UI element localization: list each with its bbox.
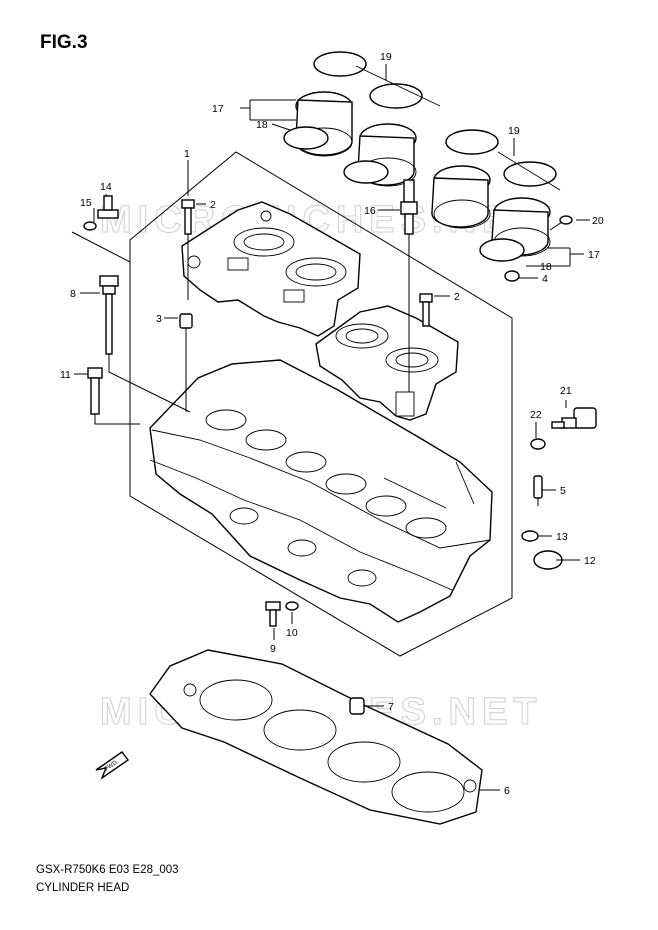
callout-10: 10 — [286, 627, 298, 639]
intake-pipe-lower-left — [431, 165, 491, 229]
callout-15: 15 — [80, 197, 92, 209]
callout-18-lower: 18 — [540, 261, 552, 273]
leader-lines — [74, 64, 590, 791]
bolt-2-upper — [181, 199, 195, 300]
o-ring-18-lower-a — [479, 238, 525, 262]
bolt-11 — [87, 367, 140, 425]
diagram-code: GSX-R750K6 E03 E28_003 — [36, 864, 179, 876]
cylinder-head-body — [149, 359, 493, 623]
cylinder-head-gasket — [149, 649, 483, 825]
callout-9: 9 — [270, 643, 276, 655]
callout-2-upper: 2 — [210, 199, 216, 211]
pin-5 — [533, 475, 543, 499]
callout-19-upper: 19 — [380, 51, 392, 63]
assembly-frame — [129, 151, 513, 657]
callout-17-upper: 17 — [212, 103, 224, 115]
callout-14: 14 — [100, 181, 112, 193]
dowel-pin-7 — [349, 697, 365, 715]
callout-8: 8 — [70, 288, 76, 300]
camshaft-housing-upper — [181, 201, 361, 337]
bolt-2-lower — [419, 293, 433, 327]
callout-2-lower: 2 — [454, 291, 460, 303]
callout-4: 4 — [542, 273, 548, 285]
assembly-frame-left-guide — [71, 231, 131, 263]
temperature-sensor-21 — [551, 407, 597, 429]
o-ring-18-upper-a — [283, 126, 329, 150]
screw-20 — [549, 215, 573, 231]
washer-10 — [285, 601, 299, 611]
washer-4 — [504, 270, 520, 282]
callout-12: 12 — [584, 555, 596, 567]
callout-18-upper: 18 — [256, 119, 268, 131]
intake-clamp-upper — [313, 51, 441, 109]
callout-7: 7 — [388, 701, 394, 713]
callout-16: 16 — [364, 205, 376, 217]
forward-arrow-icon: FWD — [95, 751, 129, 780]
callout-5: 5 — [560, 485, 566, 497]
gasket-22 — [530, 438, 546, 450]
callout-17-lower: 17 — [588, 249, 600, 261]
o-ring-13 — [521, 530, 539, 542]
bolt-9 — [265, 601, 281, 627]
callout-22: 22 — [530, 409, 542, 421]
callout-1: 1 — [184, 148, 190, 160]
diagram-name: CYLINDER HEAD — [36, 882, 130, 894]
callout-21: 21 — [560, 385, 572, 397]
bolt-8 — [99, 275, 191, 413]
dowel-pin-3 — [179, 313, 193, 329]
washer-15 — [83, 221, 97, 231]
spark-plug — [400, 179, 418, 392]
callout-13: 13 — [556, 531, 568, 543]
callout-20: 20 — [592, 215, 604, 227]
figure-title: FIG.3 — [40, 32, 88, 53]
o-ring-18-upper-b — [343, 160, 389, 184]
callout-11: 11 — [60, 369, 71, 381]
fitting-14 — [97, 195, 119, 219]
callout-19-lower: 19 — [508, 125, 520, 137]
intake-clamp-lower — [445, 129, 561, 191]
camshaft-housing-lower — [315, 305, 459, 421]
callout-6: 6 — [504, 785, 510, 797]
callout-3: 3 — [156, 313, 162, 325]
